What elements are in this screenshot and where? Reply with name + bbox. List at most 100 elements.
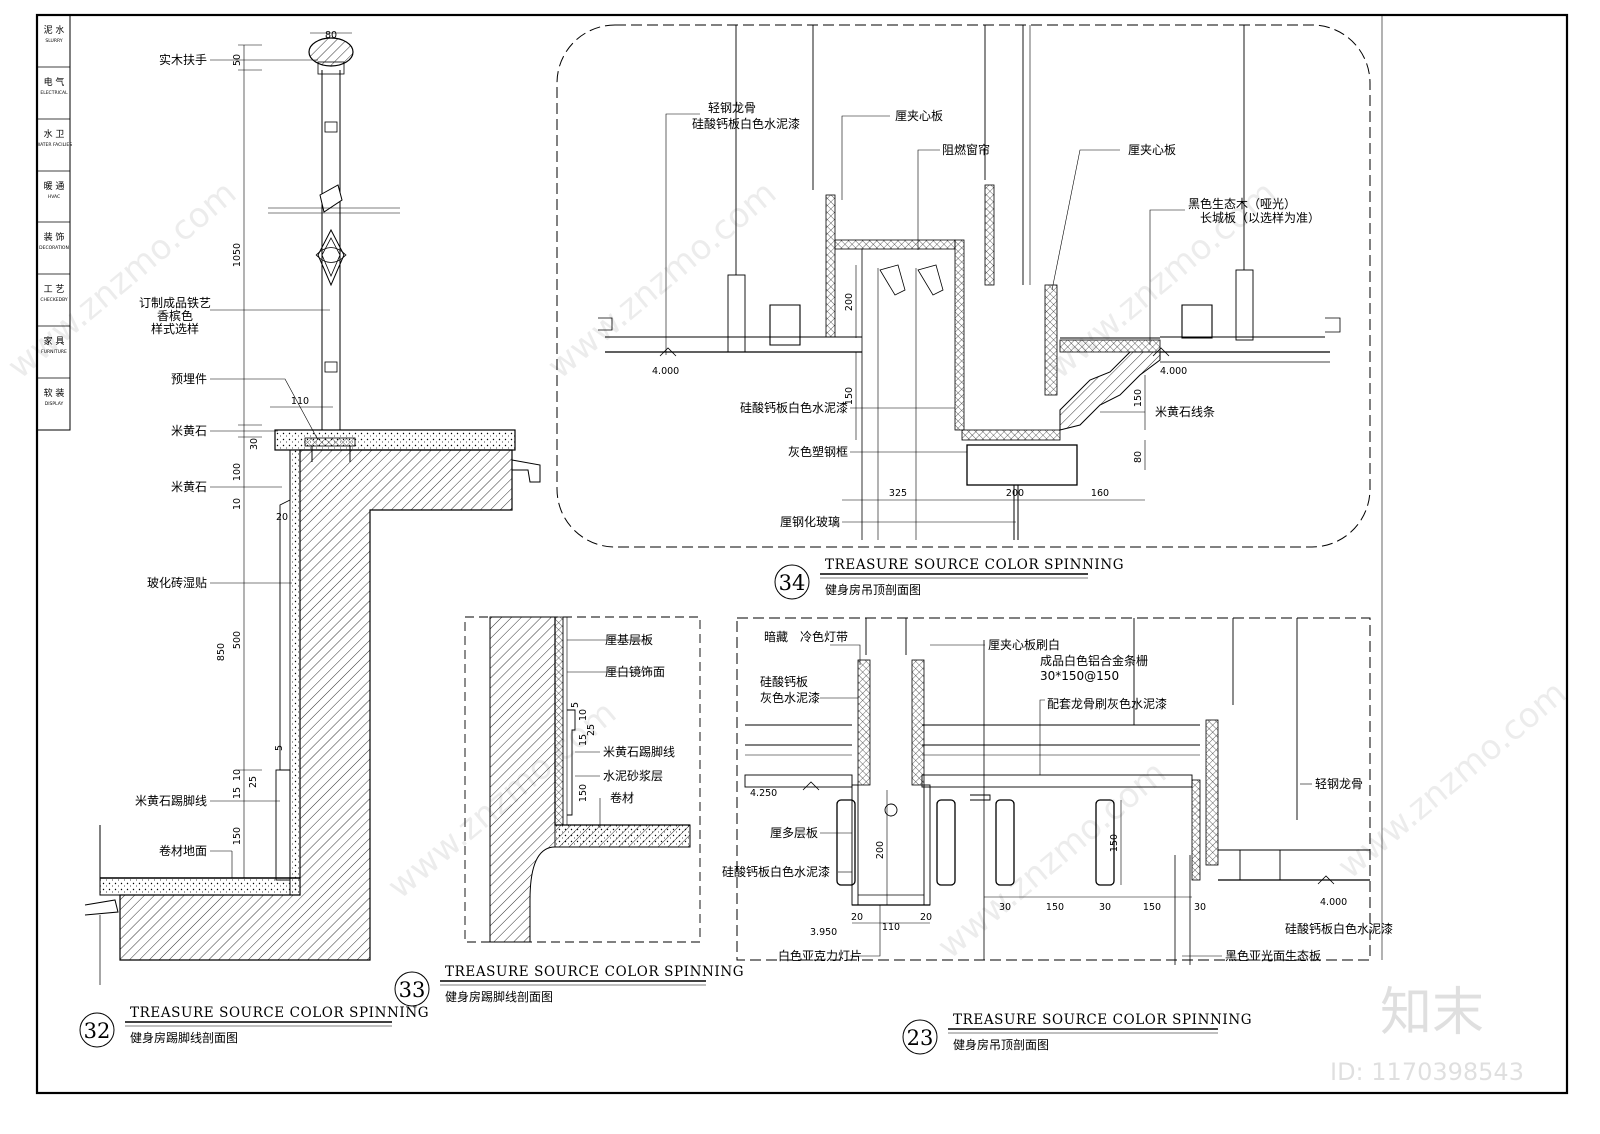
d34-dim-150b: 150 [1133, 389, 1144, 407]
d23-title: TREASURE SOURCE COLOR SPINNING [953, 1012, 1252, 1028]
d34-label-sandwich1: 厘夹心板 [895, 109, 943, 123]
d23-label-acrylic: 白色亚克力灯片 [778, 948, 862, 963]
tb-en-5: CHECKEDBY [40, 297, 68, 303]
tb-en-0: SLURRY [45, 38, 62, 44]
watermark-site-2: www.znzmo.com [540, 173, 784, 387]
d23-label-board-white: 硅酸钙板白色水泥漆 [722, 864, 830, 879]
tb-en-6: FURNITURE [41, 349, 67, 355]
detail-23-labels: 暗藏 冷色灯带 厘夹心板刷白 成品白色铝合金条栅 30*150@150 配套龙骨… [722, 629, 1393, 1055]
d34-dim-160: 160 [1091, 488, 1109, 499]
d23-dim-200: 200 [875, 841, 886, 859]
d34-label-stoneline: 米黄石线条 [1155, 405, 1215, 419]
d33-label-base: 厘基层板 [605, 633, 653, 647]
d33-number: 33 [399, 978, 426, 1002]
d32-subtitle: 健身房踢脚线剖面图 [130, 1030, 238, 1045]
d34-dim-elev1: 4.000 [652, 366, 679, 377]
d32-dim-30: 30 [249, 438, 260, 450]
tb-cn-2: 水 卫 [44, 128, 65, 140]
watermark-logo: 知末 [1380, 983, 1484, 1043]
d33-dim-150: 150 [578, 784, 589, 802]
d32-label-floor: 卷材地面 [159, 843, 207, 858]
detail-34-drawing [556, 24, 1371, 548]
tb-en-2: WATER FACILIES [36, 142, 72, 148]
d34-dim-200b: 200 [1006, 488, 1024, 499]
d32-dim-100: 100 [232, 463, 243, 481]
d23-label-multilayer: 厘多层板 [770, 826, 818, 840]
d32-dim-110: 110 [291, 396, 309, 407]
watermark-site-6: www.znzmo.com [1330, 673, 1574, 887]
d34-title: TREASURE SOURCE COLOR SPINNING [825, 557, 1124, 573]
d23-label-gray-paint: 灰色水泥漆 [760, 691, 820, 705]
d34-dim-150a: 150 [844, 387, 855, 405]
d32-dim-5: 5 [274, 745, 285, 751]
d34-number: 34 [779, 571, 806, 595]
d32-dim-10b: 10 [232, 769, 243, 781]
d32-label-stone1: 米黄石 [171, 424, 207, 438]
d33-title: TREASURE SOURCE COLOR SPINNING [445, 964, 744, 980]
d23-label-keel-paint: 配套龙骨刷灰色水泥漆 [1047, 697, 1167, 711]
d32-label-champagne: 香槟色 [157, 308, 193, 323]
d32-label-select: 样式选样 [151, 321, 199, 336]
d32-label-tile: 玻化砖湿贴 [147, 575, 207, 590]
sheet-border [35, 13, 1569, 1095]
d34-dim-80: 80 [1133, 451, 1144, 463]
d23-number: 23 [907, 1026, 934, 1050]
d34-label-board1: 硅酸钙板白色水泥漆 [692, 116, 800, 131]
d34-label-greatwall: 长城板（以选样为准） [1200, 210, 1320, 225]
d33-label-mortar: 水泥砂浆层 [603, 768, 663, 783]
d32-dim-1050: 1050 [232, 243, 243, 267]
d34-label-board2: 硅酸钙板白色水泥漆 [740, 400, 848, 415]
d23-dim-110: 110 [882, 922, 900, 933]
d32-dim-850: 850 [216, 643, 227, 661]
d34-dim-325: 325 [889, 488, 907, 499]
d34-label-frame: 灰色塑钢框 [788, 444, 848, 459]
tb-en-4: DECORATION [39, 245, 69, 251]
d23-dim-20a: 20 [851, 912, 863, 923]
detail-33-labels: 厘基层板 厘白镜饰面 米黄石踢脚线 水泥砂浆层 卷材 5 15 25 10 15… [394, 633, 744, 1007]
d34-label-keel: 轻钢龙骨 [708, 101, 756, 115]
d23-dim-elev2: 3.950 [810, 927, 837, 938]
d32-dim-10: 10 [232, 498, 243, 510]
d23-dim-150a: 150 [1046, 902, 1064, 913]
d23-dim-30a: 30 [999, 902, 1011, 913]
d23-label-board: 硅酸钙板 [760, 674, 808, 689]
detail-32-labels: 80 50 1050 110 30 100 10 20 850 500 15 1… [79, 30, 429, 1048]
d32-label-handrail: 实木扶手 [159, 52, 207, 67]
watermark-site-5: www.znzmo.com [930, 753, 1174, 967]
d32-dim-25: 25 [248, 776, 259, 788]
d34-dim-200: 200 [844, 293, 855, 311]
d23-label-hidden: 暗藏 [764, 629, 788, 644]
d23-dim-150b: 150 [1143, 902, 1161, 913]
d23-label-lightstrip: 冷色灯带 [800, 630, 848, 644]
d32-title: TREASURE SOURCE COLOR SPINNING [130, 1005, 429, 1021]
detail-23-drawing [736, 617, 1371, 965]
detail-33-drawing [464, 616, 701, 943]
d34-dim-elev2: 4.000 [1160, 366, 1187, 377]
d23-dim-elev1: 4.250 [750, 788, 777, 799]
d23-label-eco-board: 黑色亚光面生态板 [1225, 949, 1321, 963]
tb-cn-7: 软 装 [44, 387, 65, 399]
d34-label-ecowood: 黑色生态木（哑光） [1188, 197, 1296, 211]
d23-subtitle: 健身房吊顶剖面图 [953, 1037, 1049, 1052]
d33-label-skirting: 米黄石踢脚线 [603, 744, 675, 759]
d32-dim-500: 500 [232, 631, 243, 649]
tb-en-3: HVAC [48, 194, 60, 200]
d33-dim-25: 25 [586, 724, 597, 736]
d34-label-sandwich2: 厘夹心板 [1128, 143, 1176, 157]
tb-cn-4: 装 饰 [44, 231, 65, 243]
d32-number: 32 [84, 1019, 111, 1043]
d33-dim-15: 15 [578, 734, 589, 746]
d32-dim-15: 15 [232, 787, 243, 799]
watermark-site-3: www.znzmo.com [1040, 173, 1284, 387]
tb-cn-1: 电 气 [44, 76, 65, 88]
d23-dim-150: 150 [1109, 834, 1120, 852]
d23-dim-30c: 30 [1194, 902, 1206, 913]
d32-dim-20: 20 [276, 512, 288, 523]
title-block: 泥 水 SLURRY 电 气 ELECTRICAL 水 卫 WATER FACI… [36, 14, 72, 431]
d33-dim-10: 10 [578, 709, 589, 721]
d34-label-glass: 厘钢化玻璃 [780, 515, 840, 529]
tb-cn-0: 泥 水 [44, 24, 65, 36]
d23-label-sandwich: 厘夹心板刷白 [988, 637, 1060, 652]
